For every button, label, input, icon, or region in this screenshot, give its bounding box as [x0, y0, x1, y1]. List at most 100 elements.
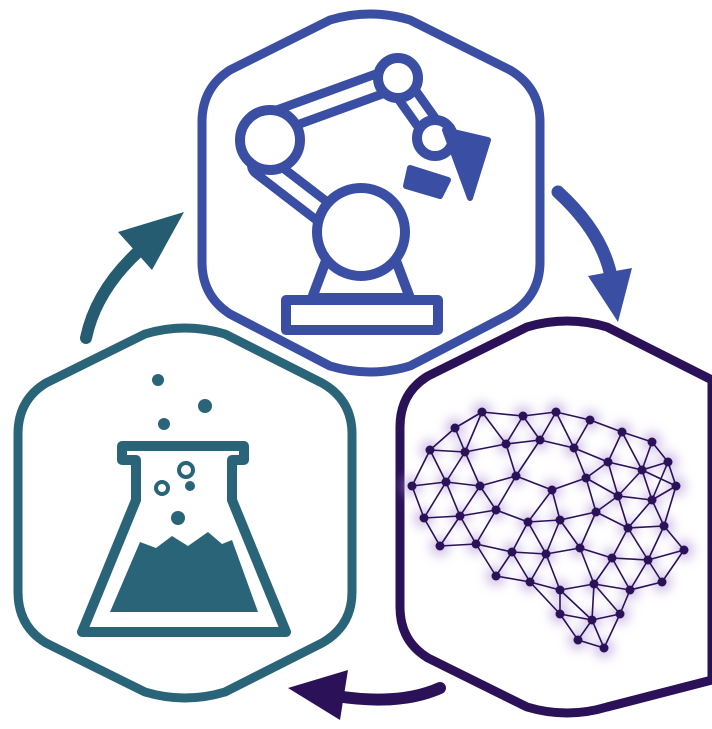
- brain-node: [617, 427, 627, 437]
- brain-link: [539, 411, 557, 441]
- brain-node: [460, 447, 470, 457]
- brain-node: [625, 585, 635, 595]
- brain-link: [589, 419, 623, 433]
- brain-link: [593, 583, 621, 615]
- brain-link: [627, 525, 665, 529]
- brain-link: [579, 511, 597, 549]
- brain-link: [429, 427, 456, 451]
- brain-link: [495, 475, 517, 511]
- brain-node: [518, 411, 528, 421]
- brain-node: [525, 577, 535, 587]
- brain-link: [651, 485, 677, 501]
- brain-link: [429, 449, 466, 453]
- brain-link: [529, 581, 561, 615]
- brain-link: [454, 411, 483, 429]
- brain-link: [579, 547, 595, 585]
- neural-brain-icon: [403, 403, 693, 657]
- brain-node: [573, 635, 583, 645]
- brain-link: [585, 477, 619, 497]
- brain-node: [615, 609, 625, 619]
- brain-node: [643, 555, 653, 565]
- brain-node: [523, 517, 533, 527]
- brain-link: [511, 551, 531, 583]
- brain-link: [511, 521, 529, 553]
- brain-link: [551, 489, 561, 521]
- brain-link: [539, 439, 575, 449]
- brain-link: [627, 527, 649, 561]
- brain-link: [481, 411, 507, 445]
- arrow-ml-to-chemistry: [288, 670, 446, 720]
- brain-link: [459, 509, 497, 517]
- brain-link: [579, 547, 613, 559]
- brain-link: [559, 511, 597, 521]
- brain-link: [423, 481, 447, 519]
- brain-link: [439, 515, 461, 547]
- chemistry-hexagon: [13, 323, 357, 703]
- brain-link: [505, 439, 541, 445]
- brain-link: [411, 485, 425, 519]
- arrow-chemistry-to-robotics: [80, 212, 184, 344]
- brain-link: [577, 639, 605, 649]
- brain-link: [559, 519, 581, 549]
- brain-link: [464, 451, 481, 487]
- brain-link: [591, 613, 621, 621]
- brain-link: [481, 411, 524, 417]
- brain-link: [607, 461, 643, 471]
- brain-link: [505, 415, 524, 445]
- brain-node: [607, 553, 617, 563]
- brain-link: [479, 485, 497, 511]
- brain-link: [573, 447, 587, 479]
- flask-icon: [77, 374, 291, 637]
- brain-node: [671, 481, 681, 491]
- brain-link: [555, 411, 591, 421]
- brain-link: [515, 475, 553, 491]
- brain-link: [495, 575, 531, 583]
- brain-link: [475, 543, 497, 577]
- brain-node: [585, 415, 595, 425]
- brain-link: [527, 521, 547, 555]
- brain-link: [475, 509, 497, 545]
- brain-node: [435, 541, 445, 551]
- brain-link: [621, 431, 653, 443]
- brain-node: [491, 505, 501, 515]
- brain-link: [591, 583, 595, 621]
- brain-node: [555, 515, 565, 525]
- brain-link: [611, 557, 649, 561]
- brain-node: [647, 495, 657, 505]
- brain-link: [527, 519, 561, 523]
- brain-node: [471, 539, 481, 549]
- brain-link: [445, 481, 481, 487]
- brain-node: [501, 439, 511, 449]
- robotics-node: [197, 9, 545, 377]
- brain-link: [641, 461, 669, 471]
- brain-node: [663, 457, 673, 467]
- brain-link: [663, 525, 685, 551]
- brain-node: [491, 571, 501, 581]
- brain-node: [591, 507, 601, 517]
- brain-node: [613, 491, 623, 501]
- brain-link: [593, 583, 631, 591]
- brain-link: [559, 613, 579, 641]
- brain-node: [587, 615, 597, 625]
- brain-link: [621, 431, 643, 471]
- brain-link: [411, 449, 431, 487]
- brain-link: [464, 411, 483, 453]
- brain-node: [407, 481, 417, 491]
- brain-node: [511, 471, 521, 481]
- brain-node: [507, 547, 517, 557]
- brain-link: [647, 525, 665, 561]
- brain-link: [551, 477, 587, 491]
- brain-link: [495, 509, 529, 523]
- brain-link: [423, 515, 461, 519]
- brain-link: [515, 439, 541, 477]
- brain-node: [679, 545, 689, 555]
- brain-link: [429, 449, 447, 483]
- brain-link: [591, 619, 605, 649]
- brain-node: [623, 523, 633, 533]
- brain-link: [445, 451, 466, 483]
- brain-link: [573, 447, 609, 463]
- robot-arm-icon: [235, 53, 491, 335]
- brain-node: [475, 481, 485, 491]
- brain-link: [559, 613, 593, 621]
- brain-link: [607, 461, 619, 497]
